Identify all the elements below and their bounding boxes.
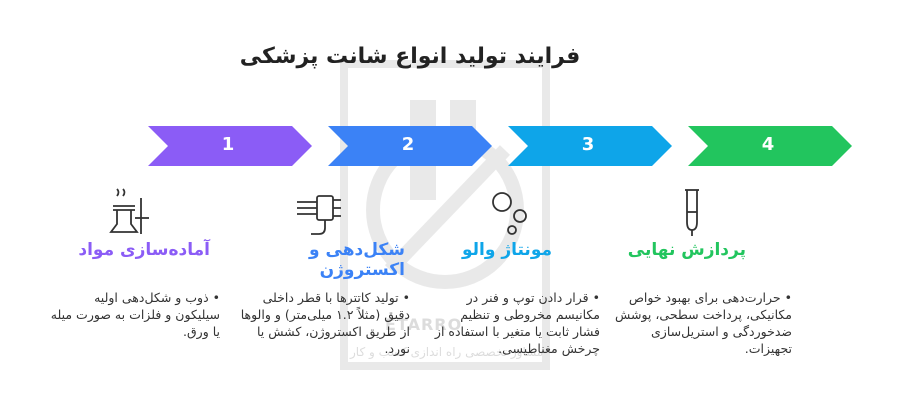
page-title: فرایند تولید انواع شانت پزشکی [239,44,581,69]
arrow-step-1 [148,126,312,166]
watermark-subtitle: مشاور تخصصی راه اندازی کسب و کار [350,345,544,359]
arrow-step-2 [328,126,492,166]
step-heading-2: شکل‌دهی و اکستروژن [309,240,405,280]
bubbles-icon [492,192,527,235]
step-description-1: • ذوب و شکل‌دهی اولیه سیلیکون و فلزات به… [50,290,220,339]
step-heading-4: پردازش نهایی [627,240,746,260]
step-number-1: 1 [221,134,235,155]
step-number-4: 4 [761,134,775,155]
step-heading-3: مونتاژ والو [461,240,552,260]
arrow-step-3 [508,126,672,166]
step-description-2: • تولید کاتترها با قطر داخلی دقیق (مثلاً… [240,290,410,356]
step-description-4: • حرارت‌دهی برای بهبود خواص مکانیکی، پرد… [615,290,792,356]
distillation-flask-icon [109,188,149,234]
test-tube-icon [685,189,699,236]
watermark-brand: ETARRO [385,315,463,334]
arrow-step-4 [688,126,852,166]
step-heading-1: آماده‌سازی مواد [78,240,210,260]
step-number-2: 2 [401,134,415,155]
step-number-3: 3 [581,134,595,155]
step-description-3: • قرار دادن توپ و فنر در مکانیسم مخروطی … [434,290,600,356]
extruder-plug-icon [297,195,341,235]
